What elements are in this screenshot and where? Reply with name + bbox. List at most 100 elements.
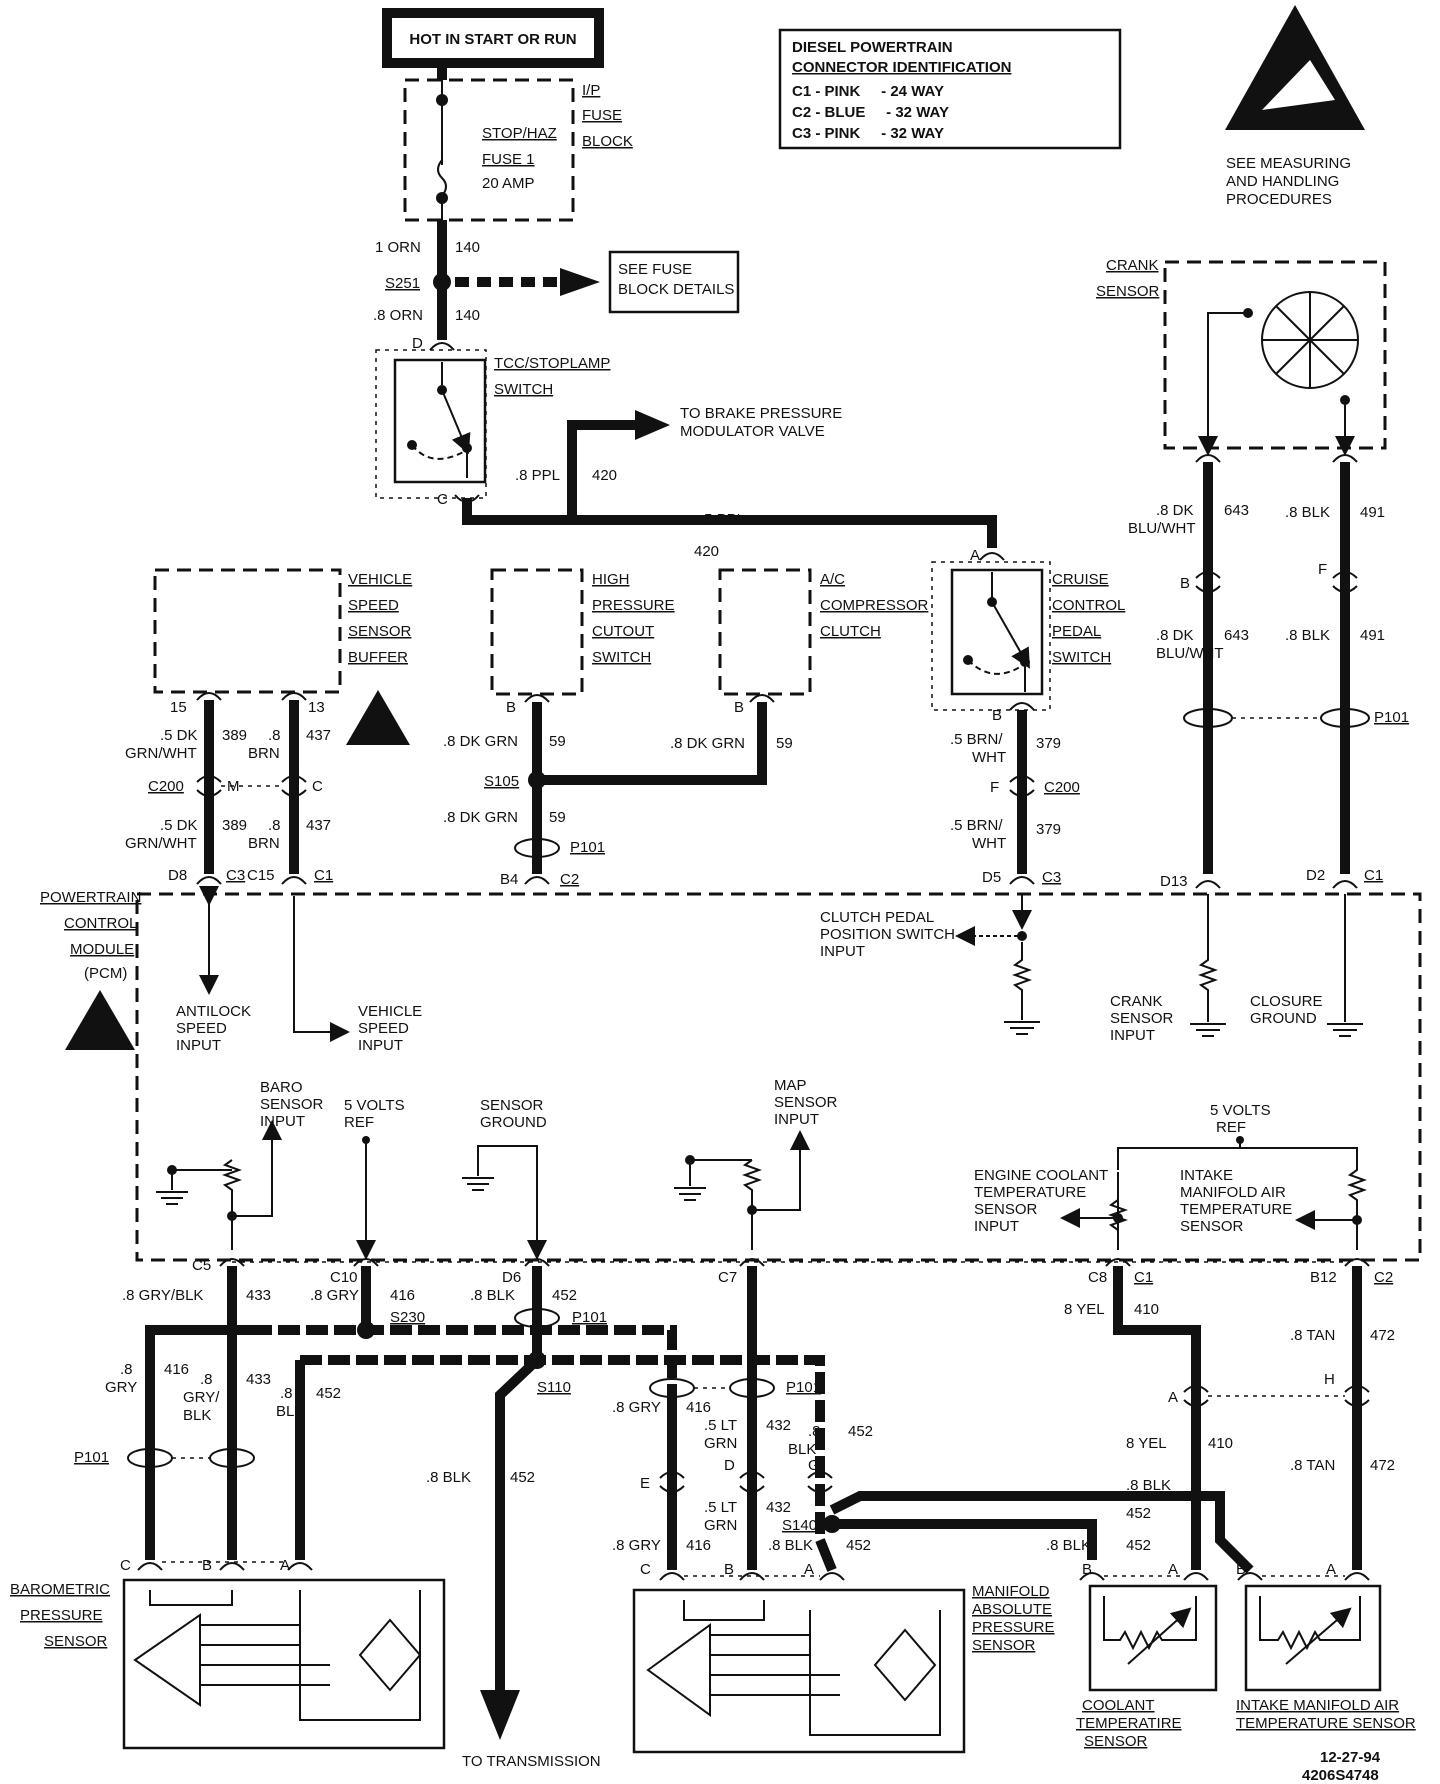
clutch-input-label-1: CLUTCH PEDAL: [820, 909, 934, 926]
wire-59-gauge: .8 DK GRN: [443, 733, 518, 750]
baro-label-1: BAROMETRIC: [10, 1581, 110, 1598]
coolant-label-1: COOLANT: [1082, 1697, 1155, 1714]
baro-label-3: SENSOR: [44, 1633, 108, 1650]
wire-433-circuit: 433: [246, 1287, 271, 1304]
wire-643-mid-color: BLU/WHT: [1156, 645, 1224, 662]
map-transducer-icon: [646, 1600, 941, 1736]
ect-input-label-1: ENGINE COOLANT: [974, 1167, 1108, 1184]
wire-420-gauge: .8 PPL: [515, 467, 560, 484]
vss-label-1: VEHICLE: [348, 571, 412, 588]
id-row-c2: C2 - BLUE - 32 WAY: [792, 104, 949, 121]
baro-sensor-body: [122, 1578, 446, 1750]
map-416-lower-circuit: 416: [686, 1537, 711, 1554]
ground-icon-baro: [156, 1191, 188, 1205]
antilock-label-1: ANTILOCK: [176, 1003, 251, 1020]
baro-416-color: GRY: [105, 1379, 137, 1396]
wire-59-lower-gauge: .8 DK GRN: [443, 809, 518, 826]
wire-140-top-circuit: 140: [455, 239, 480, 256]
crank-sensor-outline: [1163, 260, 1387, 450]
baro-label-2: PRESSURE: [20, 1607, 103, 1624]
power-label-box: HOT IN START OR RUN: [382, 8, 604, 68]
pcm-label-4: (PCM): [84, 965, 127, 982]
wire-389-lower-circuit: 389: [222, 817, 247, 834]
c200-pin-f: F: [990, 779, 999, 796]
wire-643-mid-circuit: 643: [1224, 627, 1249, 644]
wire-452-trans-gauge: .8 BLK: [426, 1469, 471, 1486]
fuse-icon: [437, 159, 447, 197]
pcm-esd-icon: [65, 990, 135, 1050]
coolant-label-3: SENSOR: [1084, 1733, 1148, 1750]
ac-wire-gauge: .8 DK GRN: [670, 735, 745, 752]
pcm-label-1: POWERTRAIN: [40, 889, 141, 906]
vss-label-4: BUFFER: [348, 649, 408, 666]
antilock-label-2: SPEED: [176, 1020, 227, 1037]
crank-input-label-3: INPUT: [1110, 1027, 1155, 1044]
id-box-title2: CONNECTOR IDENTIFICATION: [792, 59, 1011, 76]
iat-input-label-2: MANIFOLD AIR: [1180, 1184, 1286, 1201]
baro-416-circuit: 416: [164, 1361, 189, 1378]
tcc-pin-c: C: [437, 491, 448, 508]
pcm-pin-b12: B12: [1310, 1269, 1337, 1286]
wire-437-color: BRN: [248, 745, 280, 762]
to-transmission-label: TO TRANSMISSION: [462, 1753, 601, 1770]
fuse-block-label-1: I/P: [582, 82, 600, 99]
c200-right-label: C200: [1044, 779, 1080, 796]
clutch-pullup-resistor: [1012, 942, 1032, 1020]
wire-437-circuit: 437: [306, 727, 331, 744]
to-brake-line1: TO BRAKE PRESSURE: [680, 405, 842, 422]
wire-437-lower-gauge: .8: [268, 817, 281, 834]
wire-420-cruise-circuit: 420: [694, 543, 719, 560]
esd-icon-small: [346, 690, 410, 745]
wire-389-lower-gauge: .5 DK: [160, 817, 198, 834]
map-416-lower-gauge: .8 GRY: [612, 1537, 661, 1554]
wire-379-lower-color: WHT: [972, 835, 1006, 852]
esd-note-line1: SEE MEASURING: [1226, 155, 1351, 172]
iat-input-label-1: INTAKE: [1180, 1167, 1233, 1184]
baro-input-label-1: BARO: [260, 1079, 303, 1096]
wire-410-circuit: 410: [1134, 1301, 1159, 1318]
cruise-pin-b: B: [992, 707, 1002, 724]
fuse-block-label-2: FUSE: [582, 107, 622, 124]
splice-s110-label: S110: [537, 1379, 571, 1396]
wire-389-lower-color: GRN/WHT: [125, 835, 197, 852]
pcm-pin-b4: B4: [500, 871, 518, 888]
wire-140-bottom-circuit: 140: [455, 307, 480, 324]
pcm-pin-d13: D13: [1160, 873, 1188, 890]
blk-452-upper-circuit: 452: [1126, 1505, 1151, 1522]
coolant-pin-a: A: [1168, 1561, 1178, 1578]
c200-pin-m: M: [227, 778, 240, 795]
map-sensor-body: [632, 1588, 966, 1754]
pcm-conn-c1-c: C1: [1134, 1269, 1153, 1286]
splice-s230: [357, 1321, 375, 1339]
ect-input-label-4: INPUT: [974, 1218, 1019, 1235]
vss-label-2: SPEED: [348, 597, 399, 614]
connector-id-box: DIESEL POWERTRAIN CONNECTOR IDENTIFICATI…: [778, 28, 1122, 150]
baro-452-circuit: 452: [316, 1385, 341, 1402]
see-fuse-line1: SEE FUSE: [618, 261, 692, 278]
fuse-block-label-3: BLOCK: [582, 133, 633, 150]
ground-icon-closure: [1327, 1023, 1363, 1037]
wire-491-mid-gauge: .8 BLK: [1285, 627, 1330, 644]
wire-452-transmission: [495, 1356, 541, 1695]
ground-icon-clutch: [1004, 1021, 1040, 1035]
wire-437-gauge: .8: [268, 727, 281, 744]
splice-s140-label: S140: [782, 1517, 817, 1534]
closure-ground-label-1: CLOSURE: [1250, 993, 1323, 1010]
iat-label-1: INTAKE MANIFOLD AIR: [1236, 1697, 1399, 1714]
wire-416-baro: [145, 1325, 250, 1560]
wire-452-coolant: [832, 1519, 1097, 1560]
baro-433-color-2: BLK: [183, 1407, 211, 1424]
wire-452-gauge: .8 BLK: [470, 1287, 515, 1304]
closure-ground-label-2: GROUND: [1250, 1010, 1317, 1027]
wire-643-circuit: 643: [1224, 502, 1249, 519]
iat-thermistor-icon: [1259, 1596, 1361, 1665]
baro-452-gauge: .8: [280, 1385, 293, 1402]
map-pin-c: C: [640, 1561, 651, 1578]
map-label-1: MANIFOLD: [972, 1583, 1050, 1600]
sensor-ground-label-1: SENSOR: [480, 1097, 544, 1114]
five-v-ref-right-label-1: 5 VOLTS: [1210, 1102, 1271, 1119]
baro-pin-b: B: [202, 1557, 212, 1574]
pcm-conn-c3-a: C3: [226, 867, 245, 884]
hp-label-4: SWITCH: [592, 649, 651, 666]
pcm-label-2: CONTROL: [64, 915, 137, 932]
